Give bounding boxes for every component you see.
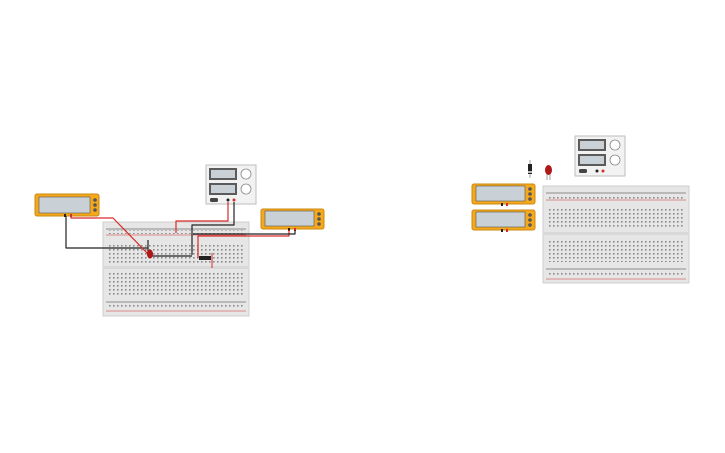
led[interactable] [147,249,153,259]
multimeter[interactable] [34,193,100,217]
led[interactable] [545,165,552,180]
multimeter[interactable] [471,183,536,206]
breadboard[interactable] [542,185,690,284]
power-supply[interactable] [205,164,257,205]
multimeter[interactable] [471,209,536,232]
right-circuit [471,135,690,284]
wires[interactable] [65,202,296,268]
multimeter[interactable] [260,208,325,231]
power-supply[interactable] [574,135,626,177]
breadboard[interactable] [102,221,250,317]
diode[interactable] [528,160,532,178]
resistor[interactable] [199,256,211,260]
left-circuit [34,164,325,317]
